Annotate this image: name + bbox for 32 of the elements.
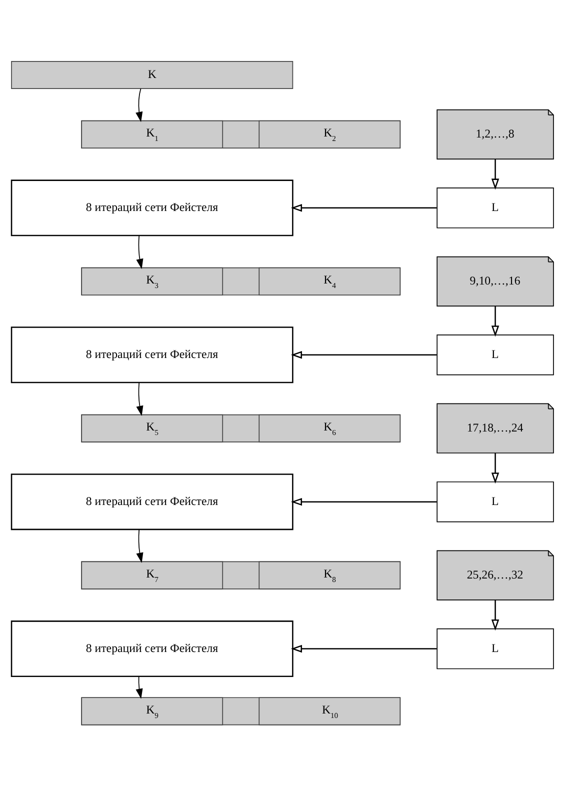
arrow <box>136 382 144 416</box>
arrow <box>491 600 500 631</box>
node-box: K$_{6}$ <box>258 414 401 442</box>
node-box: K$_{5}$ <box>81 414 224 442</box>
node-box: K$_{2}$ <box>258 120 401 148</box>
arrow <box>491 159 500 190</box>
node-box: 8 итераций сети Фейстеля <box>10 620 294 678</box>
arrow <box>491 306 500 337</box>
node-box: K$_{9}$ <box>81 697 224 726</box>
arrow <box>290 498 437 506</box>
arrow <box>290 644 437 653</box>
node-box: L <box>436 481 554 522</box>
node-box: 8 итераций сети Фейстеля <box>10 326 294 384</box>
node-box: L <box>436 188 554 228</box>
arrow <box>290 351 437 359</box>
node-box: K$_{7}$ <box>81 561 224 590</box>
arrow <box>290 204 437 212</box>
node-box: K$_{1}$ <box>81 120 224 148</box>
arrow <box>136 529 144 563</box>
node-box: K <box>11 60 294 89</box>
node-box: K$_{10}$ <box>258 697 401 726</box>
node-box: 8 итераций сети Фейстеля <box>10 180 294 236</box>
arrow <box>491 453 500 484</box>
arrow <box>136 676 143 699</box>
node-box: L <box>436 334 554 376</box>
node-box: L <box>436 628 554 670</box>
node-box: K$_{4}$ <box>258 267 401 296</box>
node-box: 8 итераций сети Фейстеля <box>10 474 294 530</box>
node-box: K$_{8}$ <box>258 561 401 590</box>
node-box: K$_{3}$ <box>81 267 224 296</box>
arrow <box>136 88 143 122</box>
arrow <box>136 235 144 270</box>
